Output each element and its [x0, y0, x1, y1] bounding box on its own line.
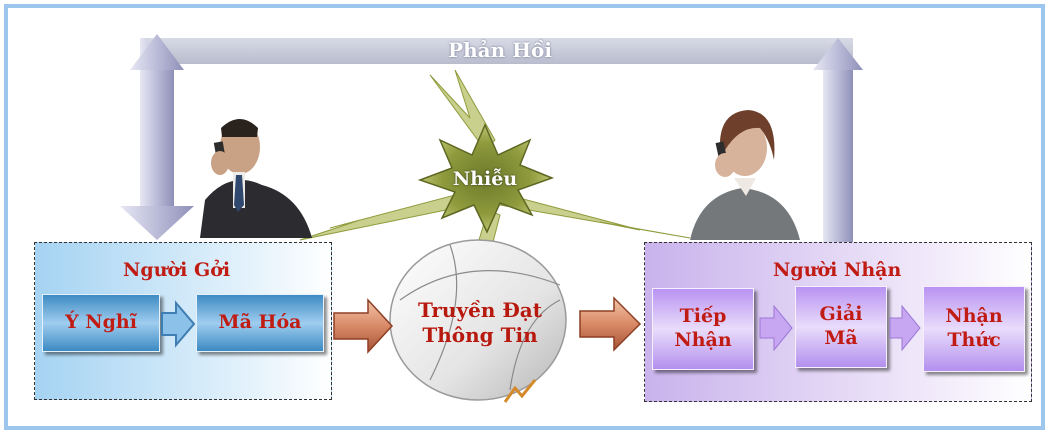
- feedback-bar: [148, 38, 853, 64]
- feedback-label: Phản Hồi: [448, 38, 552, 62]
- feedback-top-right-cap: [813, 38, 863, 70]
- step-encode: Mã Hóa: [196, 294, 324, 352]
- channel-label: Truyền Đạt Thông Tin: [395, 298, 565, 348]
- step-receive-line2: Nhận: [674, 329, 732, 351]
- feedback-down-arrowhead: [120, 206, 194, 240]
- noise-label: Nhiễu: [452, 168, 518, 190]
- step-decode-line2: Mã: [824, 327, 858, 349]
- businesswoman-image: [690, 110, 800, 240]
- step-perceive-line2: Thức: [947, 329, 1001, 351]
- step-perceive: Nhận Thức: [923, 286, 1025, 372]
- step-decode-line1: Giải: [819, 303, 863, 326]
- businessman-image: [200, 119, 312, 238]
- step-idea-label: Ý Nghĩ: [65, 311, 137, 334]
- receiver-title: Người Nhận: [773, 259, 902, 281]
- sender-title: Người Gởi: [123, 259, 231, 281]
- step-receive-line1: Tiếp: [679, 305, 727, 328]
- feedback-pipe-right: [823, 38, 853, 250]
- satellite-dish-image: [389, 239, 567, 403]
- step-encode-label: Mã Hóa: [218, 311, 302, 334]
- feedback-label-row: Phản Hồi: [0, 38, 1000, 62]
- step-receive: Tiếp Nhận: [652, 288, 754, 370]
- step-decode: Giải Mã: [795, 286, 887, 368]
- channel-label-line1: Truyền Đạt: [417, 298, 543, 322]
- step-perceive-line1: Nhận: [945, 305, 1003, 328]
- channel-label-line2: Thông Tin: [422, 323, 538, 347]
- feedback-up-arrowhead: [130, 34, 184, 70]
- noise-burst: [417, 123, 555, 234]
- step-idea: Ý Nghĩ: [42, 294, 160, 352]
